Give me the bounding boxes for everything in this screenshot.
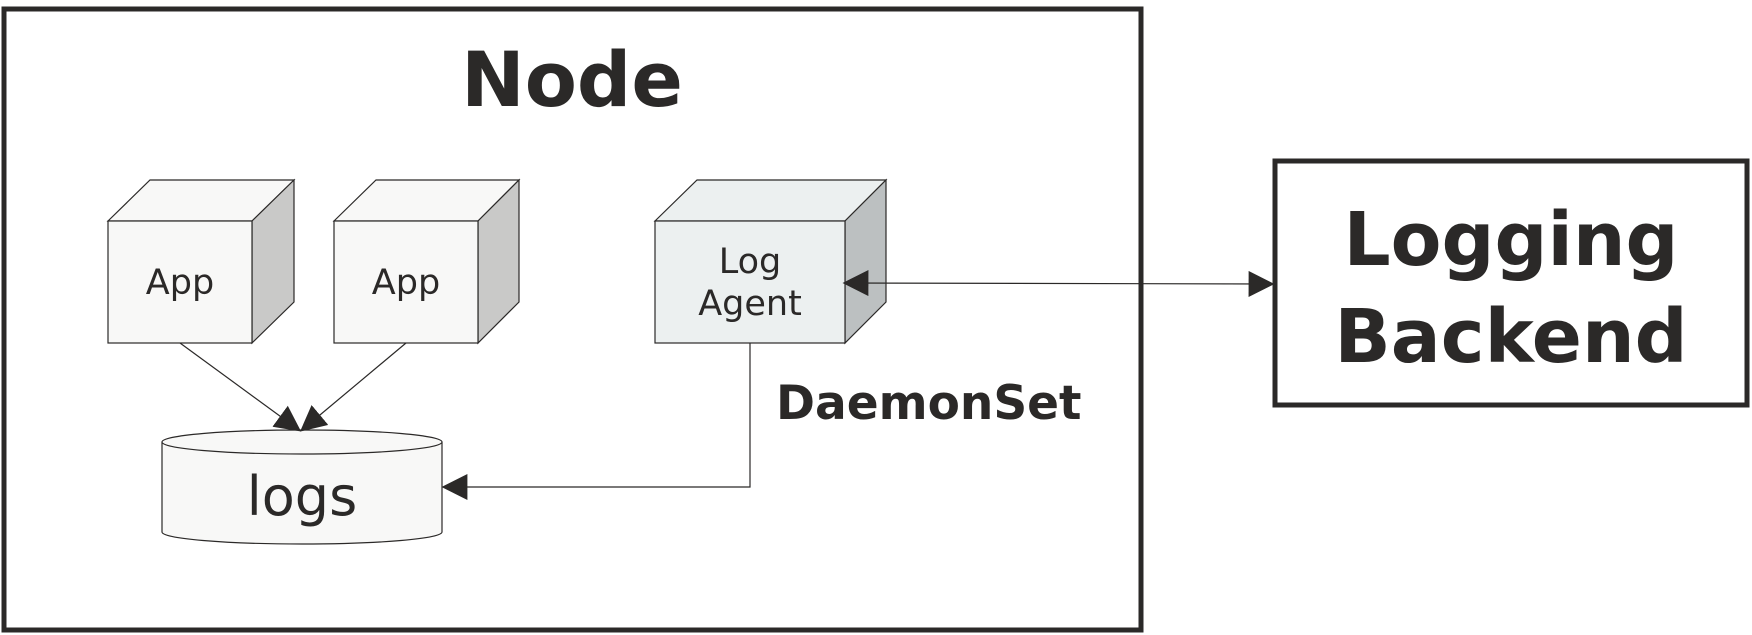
app-label: App xyxy=(372,263,440,303)
logging-backend-label-line2: Backend xyxy=(1334,294,1687,380)
app-label: App xyxy=(146,263,214,303)
node-title: Node xyxy=(461,35,683,124)
log-agent-cube: Log Agent xyxy=(653,178,888,345)
log-agent-label-line2: Agent xyxy=(698,284,802,324)
logging-backend-box xyxy=(1272,158,1750,408)
agent-to-logs-arrow xyxy=(441,343,751,500)
app-cube: App xyxy=(106,178,296,345)
logging-backend-label-line1: Logging xyxy=(1344,197,1679,283)
app-to-logs-arrow xyxy=(179,342,302,432)
app-to-logs-arrow xyxy=(300,342,407,432)
agent-backend-arrow xyxy=(842,270,1275,297)
logs-label: logs xyxy=(247,465,357,528)
log-agent-label-line1: Log xyxy=(719,242,782,282)
daemonset-label: DaemonSet xyxy=(776,376,1082,431)
app-cube: App xyxy=(332,178,521,345)
logs-storage: logs xyxy=(161,429,443,545)
